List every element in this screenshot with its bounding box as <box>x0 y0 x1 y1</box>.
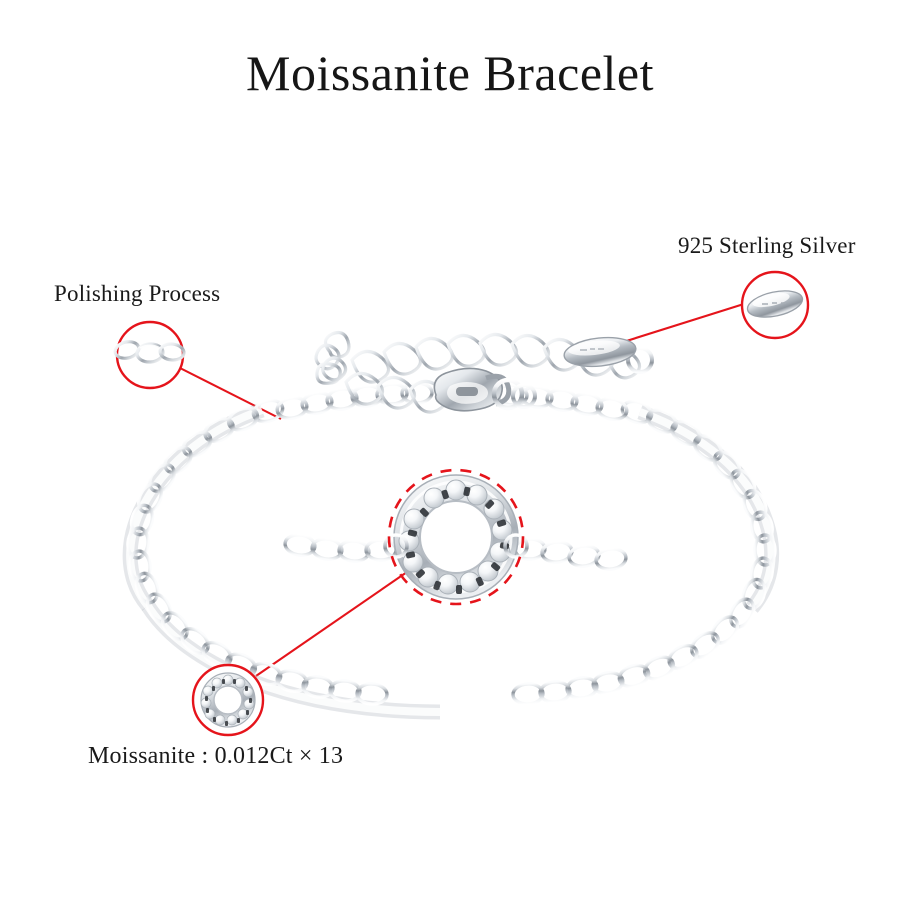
chain-links-center-left <box>283 533 398 563</box>
callout-sterling-silver <box>740 270 810 340</box>
halo-pendant <box>383 474 529 600</box>
extender-end-charm <box>314 330 351 385</box>
chain-links-right <box>511 399 777 706</box>
callout-polishing-process <box>113 320 186 390</box>
leader-line-polishing <box>175 365 282 420</box>
bracelet-chain <box>122 381 780 720</box>
stone-prongs <box>405 486 510 594</box>
chain-links-left <box>126 398 389 706</box>
callout-moissanite-zoom <box>191 663 265 737</box>
annotation-label-moissanite-spec: Moissanite : 0.012Ct × 13 <box>88 743 344 769</box>
chain-links-center-right <box>513 537 628 571</box>
leader-line-moissanite <box>255 571 408 677</box>
lobster-clasp <box>433 367 537 412</box>
page-title: Moissanite Bracelet <box>246 45 654 101</box>
chain-links-upper-left <box>275 381 434 420</box>
annotation-label-sterling-silver: 925 Sterling Silver <box>678 233 856 258</box>
pendant-highlight-dashed-circle <box>387 468 525 606</box>
moissanite-stones <box>398 479 513 595</box>
annotation-label-polishing-process: Polishing Process <box>54 281 221 306</box>
sterling-silver-tag <box>563 336 637 368</box>
